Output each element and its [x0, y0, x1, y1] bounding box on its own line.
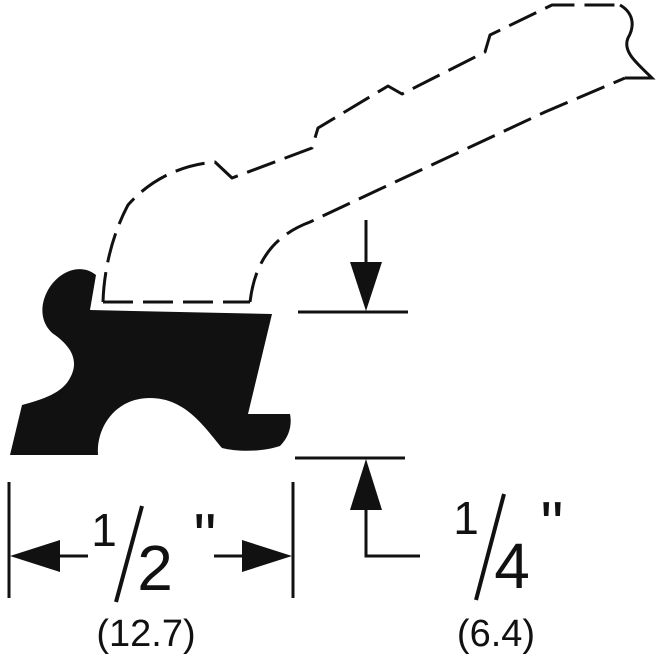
width-inch-mark: " — [194, 500, 217, 572]
height-fraction: 1 4 " (6.4) — [453, 488, 563, 655]
height-arrow-bottom-head — [350, 459, 382, 510]
height-numerator: 1 — [453, 492, 479, 544]
width-arrow-right-head — [242, 540, 292, 572]
height-fraction-slash — [474, 493, 506, 601]
width-denominator: 2 — [137, 532, 173, 604]
flap-lower-edge — [248, 76, 626, 303]
height-leader-line — [364, 510, 420, 558]
width-arrow-left-head — [10, 540, 60, 572]
height-metric: (6.4) — [457, 613, 535, 655]
width-metric: (12.7) — [96, 613, 195, 655]
width-fraction: 1 2 " (12.7) — [91, 500, 216, 655]
flap-upper-edge — [101, 3, 620, 303]
flap-outline-dashed — [101, 3, 626, 304]
width-fraction-slash — [114, 505, 144, 603]
seal-base-profile — [10, 269, 291, 455]
flap-end-cap — [619, 3, 656, 80]
height-denominator: 4 — [494, 530, 530, 602]
height-arrow-top-head — [350, 262, 382, 311]
width-numerator: 1 — [91, 504, 117, 556]
height-inch-mark: " — [541, 488, 564, 560]
